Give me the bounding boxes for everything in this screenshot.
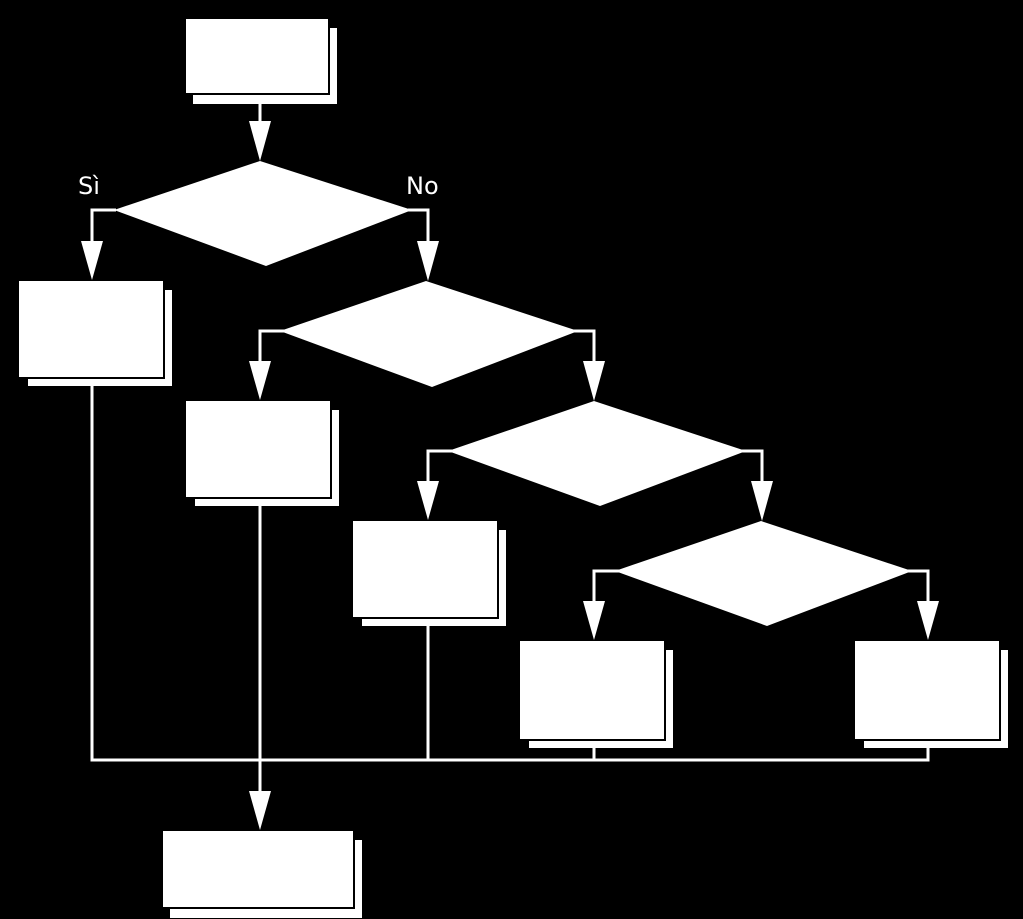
arrowhead-d4-left bbox=[583, 601, 605, 640]
arrowhead-yes-1 bbox=[81, 241, 103, 280]
decision-diamond-4 bbox=[615, 521, 912, 626]
arrowhead-d2-left bbox=[249, 361, 271, 400]
arrowhead-d2-right bbox=[583, 361, 605, 401]
process-box-2 bbox=[184, 399, 339, 506]
process-box-1 bbox=[17, 279, 172, 386]
arrowhead-no-1 bbox=[417, 241, 439, 281]
connector-lines bbox=[90, 104, 930, 793]
process-box-5 bbox=[853, 639, 1008, 748]
decision-diamond-1 bbox=[114, 161, 412, 266]
decision-diamond-3 bbox=[448, 401, 746, 506]
arrowhead-end bbox=[249, 791, 271, 830]
process-box-4 bbox=[518, 639, 673, 748]
arrowhead-start bbox=[249, 121, 271, 161]
start-box bbox=[184, 17, 337, 104]
arrowhead-d3-left bbox=[417, 481, 439, 520]
decision-diamond-2 bbox=[280, 281, 578, 387]
end-box bbox=[161, 829, 362, 918]
arrowhead-d4-right bbox=[917, 601, 939, 640]
yes-label: Sì bbox=[78, 172, 100, 200]
process-box-3 bbox=[351, 519, 506, 626]
arrowhead-d3-right bbox=[751, 481, 773, 521]
no-label: No bbox=[406, 172, 439, 200]
arrowheads bbox=[81, 121, 939, 830]
